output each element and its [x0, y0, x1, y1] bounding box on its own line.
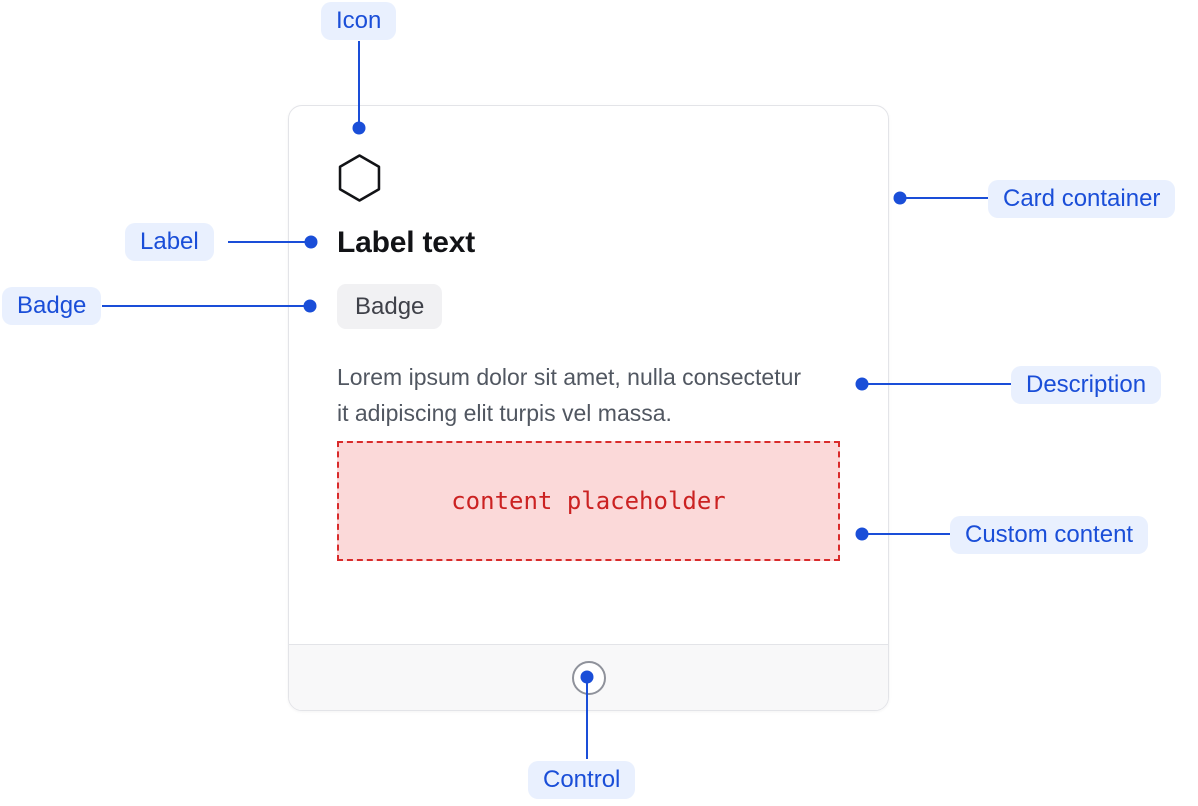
- callout-line-badge: [102, 305, 305, 307]
- card-body: Label text Badge Lorem ipsum dolor sit a…: [289, 106, 888, 644]
- card-description: Lorem ipsum dolor sit amet, nulla consec…: [337, 364, 802, 426]
- card-badge: Badge: [337, 284, 443, 329]
- callout-line-icon: [358, 41, 360, 122]
- callout-line-custom-content: [868, 533, 950, 535]
- callout-line-control: [586, 683, 588, 759]
- expand-control-button[interactable]: [571, 660, 606, 695]
- callout-dot-badge: [303, 299, 317, 313]
- placeholder-text: content placeholder: [451, 487, 726, 515]
- callout-pill-label: Label: [125, 223, 214, 261]
- callout-pill-badge: Badge: [2, 287, 102, 325]
- callout-dot-description: [855, 377, 869, 391]
- callout-pill-control: Control: [528, 761, 636, 799]
- callout-dot-custom-content: [855, 527, 869, 541]
- callout-dot-control: [580, 670, 594, 684]
- card-label: Label text: [337, 226, 476, 259]
- callout-dot-label: [304, 235, 318, 249]
- callout-pill-card-container: Card container: [988, 180, 1176, 218]
- callout-dot-card-container: [893, 191, 907, 205]
- custom-content-placeholder: content placeholder: [337, 441, 840, 561]
- callout-pill-description: Description: [1011, 366, 1162, 404]
- card-container: Label text Badge Lorem ipsum dolor sit a…: [288, 105, 889, 711]
- callout-pill-icon: Icon: [321, 2, 397, 40]
- callout-dot-icon: [352, 121, 366, 135]
- hexagon-icon: [338, 154, 381, 202]
- callout-line-label: [228, 241, 306, 243]
- callout-line-description: [868, 383, 1011, 385]
- callout-pill-custom-content: Custom content: [950, 516, 1149, 554]
- callout-line-card-container: [906, 197, 988, 199]
